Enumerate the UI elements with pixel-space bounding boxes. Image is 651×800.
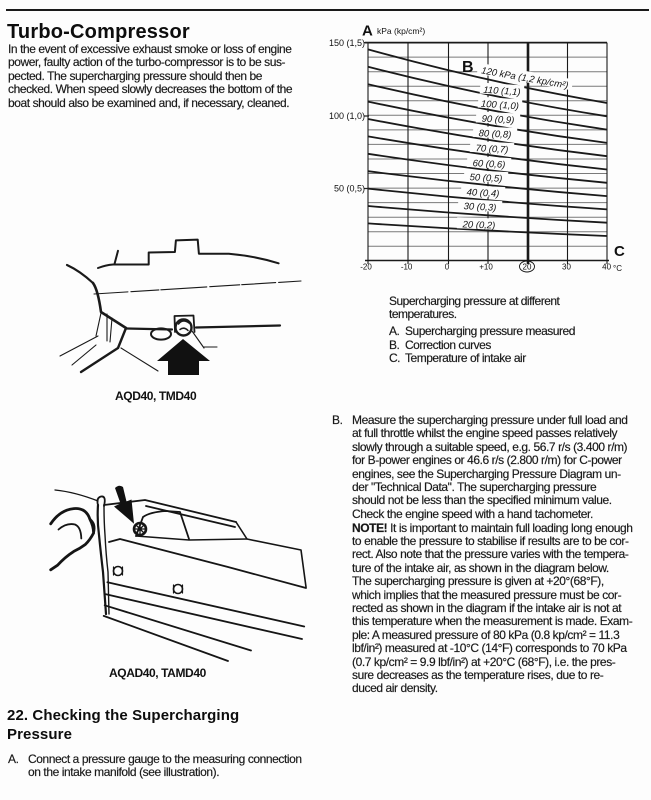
svg-text:-20: -20 [360,263,372,272]
svg-text:30 (0,3): 30 (0,3) [463,201,496,214]
svg-text:30: 30 [562,263,571,272]
svg-text:0: 0 [445,263,450,272]
svg-text:°C: °C [613,264,622,273]
svg-text:B: B [462,59,474,76]
svg-text:80 (0,8): 80 (0,8) [478,128,511,141]
svg-text:40: 40 [602,263,611,272]
svg-text:20 (0,2): 20 (0,2) [461,219,495,231]
svg-text:60 (0,6): 60 (0,6) [472,158,505,171]
svg-text:100 (1,0): 100 (1,0) [481,99,520,113]
svg-text:+10: +10 [479,263,493,272]
svg-text:90 (0,9): 90 (0,9) [481,114,514,127]
svg-text:A: A [362,23,373,40]
svg-text:70 (0,7): 70 (0,7) [475,143,508,156]
svg-text:kPa (kp/cm²): kPa (kp/cm²) [377,26,425,36]
svg-text:150 (1,5): 150 (1,5) [329,38,365,48]
svg-text:50 (0,5): 50 (0,5) [334,184,365,194]
svg-text:110 (1,1): 110 (1,1) [483,85,521,99]
svg-text:-10: -10 [401,263,413,272]
svg-text:40 (0,4): 40 (0,4) [466,187,499,200]
svg-text:20: 20 [523,263,532,272]
svg-text:C: C [614,243,625,260]
svg-text:100 (1,0): 100 (1,0) [329,111,365,121]
svg-text:50 (0,5): 50 (0,5) [469,172,502,185]
